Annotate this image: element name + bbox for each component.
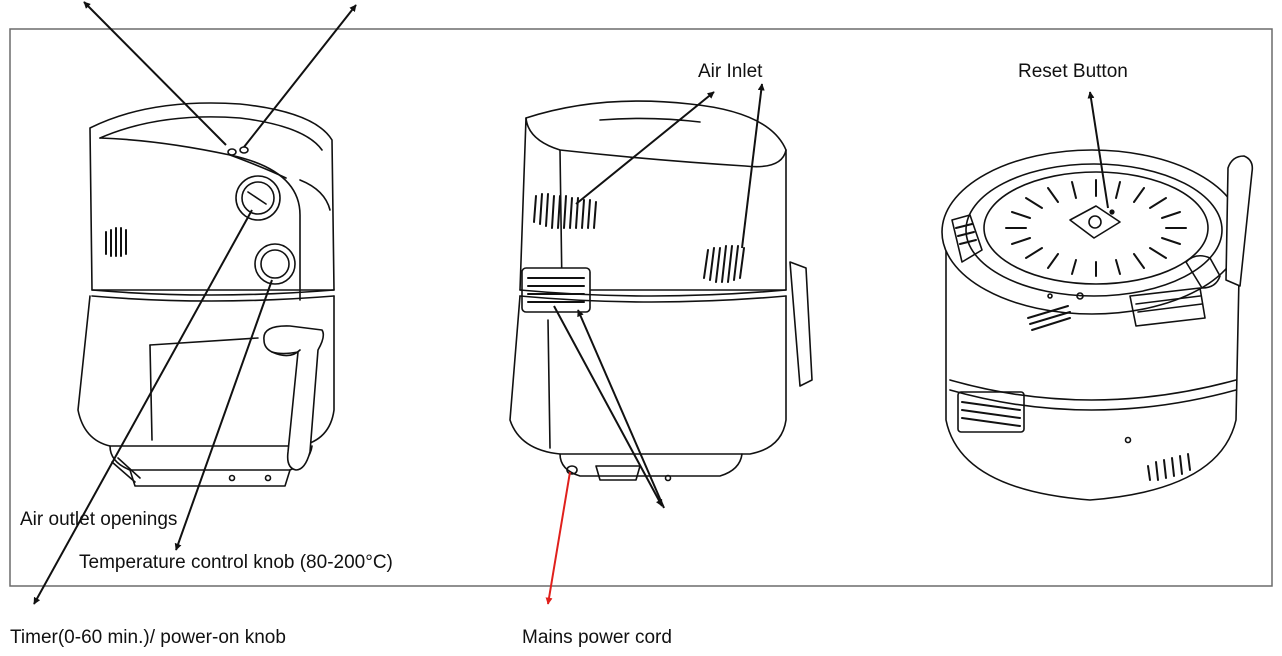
arrow-power-cord <box>548 472 570 604</box>
label-air-inlet: Air Inlet <box>698 61 763 82</box>
air-fryer-bottom-view <box>942 150 1252 500</box>
label-reset-button: Reset Button <box>1018 61 1128 82</box>
label-mains-power-cord: Mains power cord <box>522 627 672 648</box>
arrow-air-outlet-2 <box>578 310 664 508</box>
air-fryer-rear-view <box>510 101 812 480</box>
label-temperature-knob: Temperature control knob (80-200°C) <box>79 552 393 573</box>
label-timer-knob: Timer(0-60 min.)/ power-on knob <box>10 627 286 648</box>
label-air-outlet-openings: Air outlet openings <box>20 509 177 530</box>
